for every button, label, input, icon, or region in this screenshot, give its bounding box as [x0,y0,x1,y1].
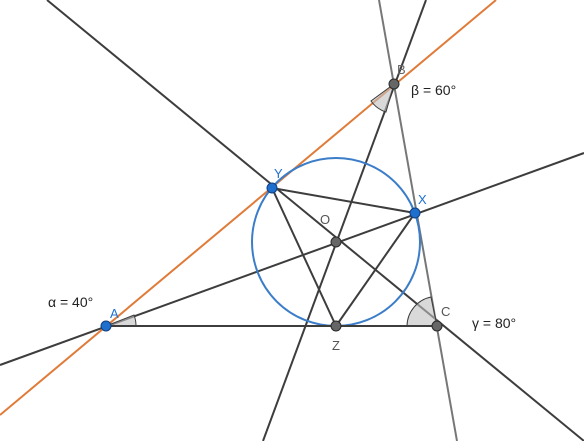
line-orange-parallel [0,0,497,416]
segment-yz [271,187,337,327]
line-bz-extended [262,0,427,441]
angle-beta-marker [370,82,395,113]
segment-yx [271,187,416,214]
point-b[interactable] [388,78,400,90]
point-label-c: C [441,304,450,319]
point-label-x: X [418,192,427,207]
point-label-z: Z [332,338,340,353]
point-label-y: Y [274,166,283,181]
point-c[interactable] [431,320,443,332]
point-a[interactable] [100,320,112,332]
segment-xz [335,212,416,327]
angle-label-beta: β = 60° [411,82,456,98]
point-label-o: O [320,212,330,227]
line-ay-extended [46,0,584,441]
point-y[interactable] [266,182,278,194]
angle-label-gamma: γ = 80° [472,315,516,331]
point-o[interactable] [330,236,342,248]
angle-label-alpha: α = 40° [48,294,93,310]
point-label-b: B [397,62,406,77]
line-ax-extended [0,152,584,366]
point-z[interactable] [330,320,342,332]
point-label-a: A [110,306,119,321]
point-x[interactable] [409,207,421,219]
